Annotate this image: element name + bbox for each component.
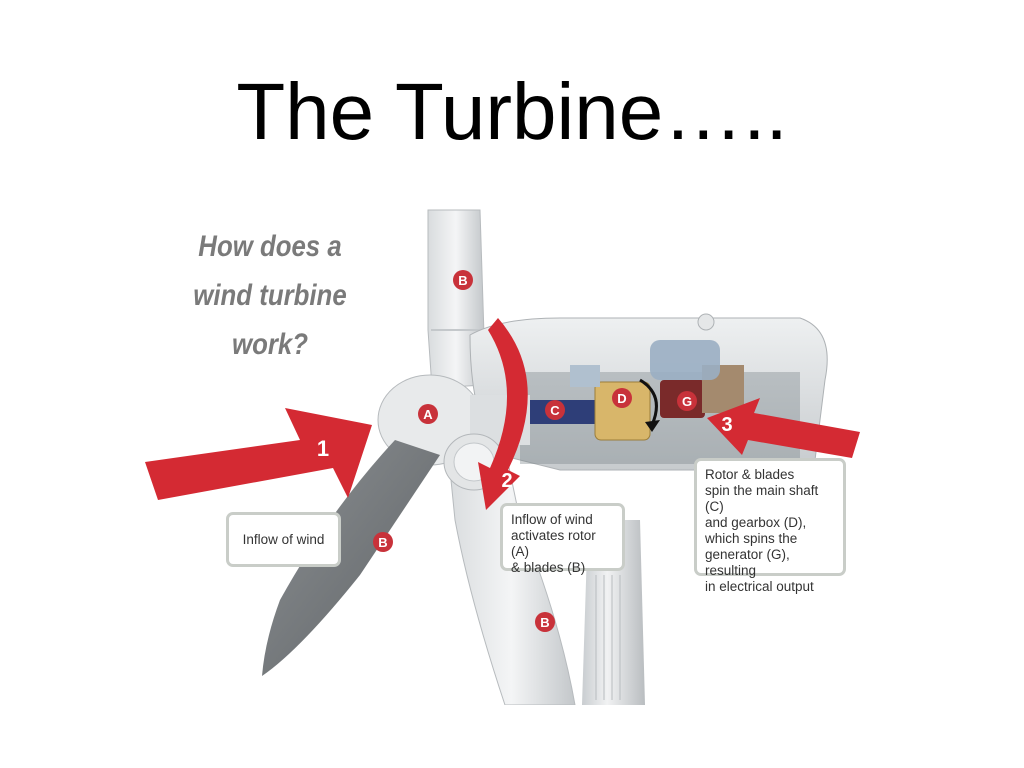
svg-text:B: B: [378, 535, 387, 550]
part-label-c: C: [545, 400, 565, 420]
step-number-1: 1: [317, 436, 329, 461]
step-number-3: 3: [721, 414, 732, 436]
part-label-b-left: B: [373, 532, 393, 552]
svg-text:B: B: [540, 615, 549, 630]
control-cabinet: [650, 340, 720, 380]
svg-text:D: D: [617, 391, 626, 406]
part-label-b-top: B: [453, 270, 473, 290]
step-number-2: 2: [501, 470, 512, 492]
rotation-arrow: [639, 378, 658, 426]
slide-title: The Turbine…..: [236, 67, 788, 156]
diagram-question: How does a wind turbine work?: [193, 230, 347, 361]
blade-left: [262, 440, 440, 676]
svg-text:G: G: [682, 394, 692, 409]
part-label-a: A: [418, 404, 438, 424]
svg-text:A: A: [423, 407, 433, 422]
callout-shaft-text: Rotor & blades spin the main shaft (C) a…: [705, 467, 819, 594]
callout-inflow-of-wind: Inflow of wind: [226, 512, 341, 567]
wind-turbine-illustration: 1 2 3 B A C D G B B: [145, 209, 860, 705]
tower-ladder: [595, 575, 621, 700]
wind-arrow-1: [145, 408, 372, 500]
svg-text:C: C: [550, 403, 560, 418]
callout-rotor-activation: Inflow of wind activates rotor (A) & bla…: [500, 503, 625, 575]
gearbox: [594, 381, 651, 441]
wind-arrow-3: [707, 398, 860, 458]
callout-rotor-text: Inflow of wind activates rotor (A) & bla…: [511, 512, 596, 575]
main-shaft: [520, 400, 610, 424]
wind-arrow-2: [478, 318, 528, 510]
callout-shaft-generator: Rotor & blades spin the main shaft (C) a…: [694, 458, 846, 594]
callout-inflow-text: Inflow of wind: [242, 531, 325, 547]
part-label-b-bottom: B: [535, 612, 555, 632]
part-label-g: G: [677, 391, 697, 411]
part-label-d: D: [612, 388, 632, 408]
svg-text:B: B: [458, 273, 467, 288]
